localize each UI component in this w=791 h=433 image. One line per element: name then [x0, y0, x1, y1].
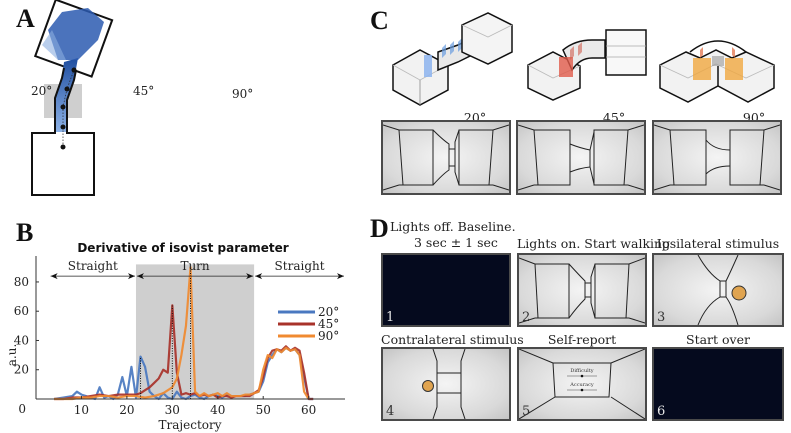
- step-number: 6: [657, 404, 666, 419]
- y-tick-label: 40: [14, 333, 29, 347]
- step-6-screen-dark: 6: [652, 347, 784, 421]
- phase-label-straight: Straight: [275, 259, 325, 273]
- step-1-screen-dark: 1: [381, 253, 511, 327]
- difficulty-slider-handle[interactable]: [580, 374, 584, 378]
- model-20: [392, 12, 513, 106]
- y-tick-label: 80: [14, 275, 29, 289]
- step-number: 4: [386, 404, 395, 419]
- panel-b-letter: B: [16, 218, 34, 247]
- corridor-90-lines: [654, 124, 780, 191]
- report-item-difficulty: Difficulty: [570, 368, 593, 374]
- stimulus-dot: [731, 285, 747, 301]
- model-45: [527, 29, 647, 101]
- corridor-view-45: [516, 120, 646, 195]
- arrowhead-left-icon: [136, 273, 144, 280]
- isovist-diagram-20: [31, 0, 114, 196]
- step-4-corridor-lines: [422, 349, 466, 419]
- y-axis-label: a.u.: [5, 344, 19, 367]
- x-axis-label: Trajectory: [159, 418, 222, 432]
- panel-d-letter: D: [370, 214, 389, 243]
- stimulus-dot: [422, 380, 434, 392]
- step-2-screen-corridor: 2: [517, 253, 647, 327]
- y-tick-label: 20: [14, 363, 29, 377]
- phase-label-straight: Straight: [68, 259, 118, 273]
- panel-c-letter: C: [370, 6, 389, 35]
- step-3-corridor-lines: [697, 255, 747, 325]
- phase-label-turn: Turn: [180, 259, 209, 273]
- step-5-screen-self-report: Difficulty Accuracy 5: [517, 347, 647, 421]
- step-number: 5: [522, 404, 531, 419]
- panel-a-letter: A: [16, 4, 35, 33]
- series-line-90: [54, 266, 310, 401]
- step-number: 1: [386, 310, 395, 325]
- report-item-accuracy: Accuracy: [569, 382, 594, 388]
- x-tick-label: 40: [210, 403, 225, 417]
- step-3-caption: Ipsilateral stimulus: [656, 236, 780, 251]
- step-4-caption: Contralateral stimulus: [381, 332, 524, 347]
- isovist-derivative-chart: Derivative of isovist parameter 0 20 40 60 8…: [5, 241, 345, 432]
- y-tick-label: 0: [18, 402, 26, 416]
- panel-c-3d-models: [392, 12, 775, 106]
- corridor-fill: [55, 58, 78, 133]
- accuracy-slider-handle[interactable]: [580, 388, 584, 392]
- angle-label-20: 20°: [31, 84, 53, 98]
- step-2-corridor-lines: [519, 257, 645, 324]
- x-tick-label: 30: [165, 403, 180, 417]
- legend-label-20: 20°: [318, 305, 339, 319]
- corridor-view-90: [652, 120, 782, 195]
- arrowhead-right-icon: [246, 273, 254, 280]
- legend-label-90: 90°: [318, 329, 339, 343]
- step-5-caption: Self-report: [547, 332, 617, 347]
- step-2-caption: Lights on. Start walking: [517, 236, 671, 251]
- panel-a-isovist-diagrams: [31, 0, 114, 196]
- corridor-20-lines: [383, 124, 509, 191]
- step-4-screen-contralateral: 4: [381, 347, 511, 421]
- step-1-caption-line2: 3 sec ± 1 sec: [414, 235, 498, 250]
- x-tick-label: 10: [74, 403, 89, 417]
- step-number: 2: [522, 310, 531, 325]
- corridor-45-lines: [518, 124, 644, 191]
- arrowhead-right-icon: [127, 273, 135, 280]
- legend-label-45: 45°: [318, 317, 339, 331]
- arrowhead-right-icon: [337, 273, 344, 280]
- step-number: 3: [657, 310, 666, 325]
- x-tick-label: 20: [119, 403, 134, 417]
- x-tick-label: 50: [256, 403, 271, 417]
- step-5-report-scene: Difficulty Accuracy: [519, 349, 645, 419]
- model-90: [659, 40, 775, 103]
- angle-label-90: 90°: [232, 87, 254, 101]
- step-3-screen-ipsilateral: 3: [652, 253, 784, 327]
- arrowhead-left-icon: [50, 273, 58, 280]
- step-1-caption-line1: Lights off. Baseline.: [390, 219, 516, 234]
- chart-title: Derivative of isovist parameter: [77, 241, 288, 255]
- corridor-view-20: [381, 120, 511, 195]
- y-tick-label: 60: [14, 304, 29, 318]
- x-tick-label: 60: [301, 403, 316, 417]
- angle-label-45: 45°: [133, 84, 155, 98]
- step-6-caption: Start over: [686, 332, 750, 347]
- arrowhead-left-icon: [255, 273, 263, 280]
